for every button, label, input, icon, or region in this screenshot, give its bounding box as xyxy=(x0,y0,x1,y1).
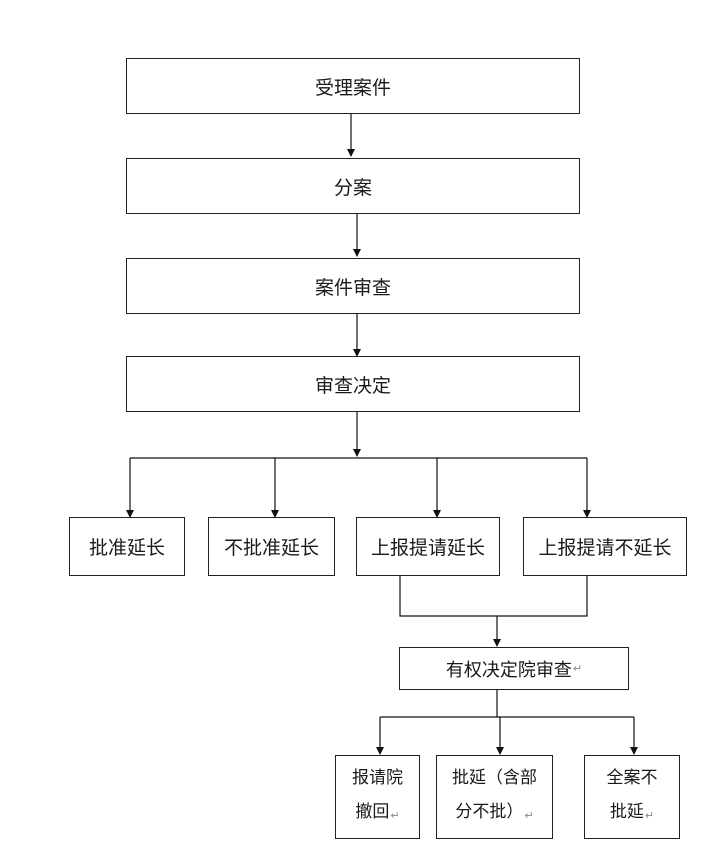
outcome-report-no-extend-label: 上报提请不延长 xyxy=(538,537,672,559)
result-partial-extension-line1: 批延（含部 xyxy=(452,768,537,788)
outcome-approve-extension: 批准延长 xyxy=(69,517,185,576)
step-accept-case-label: 受理案件 xyxy=(314,76,391,99)
merge-connector xyxy=(399,576,588,617)
outcome-report-extend-label: 上报提请延长 xyxy=(370,537,485,559)
result-request-withdraw-line2: 撤回 xyxy=(355,802,390,822)
higher-court-review-label: 有权决定院审查 xyxy=(445,659,572,681)
result-partial-extension-line2: 分不批） xyxy=(455,802,524,822)
step-accept-case: 受理案件 xyxy=(126,58,580,114)
outcome-approve-extension-label: 批准延长 xyxy=(88,537,165,559)
result-partial-extension: 批延（含部 分不批）↵ xyxy=(436,755,553,839)
higher-court-review: 有权决定院审查↵ xyxy=(399,647,629,690)
paragraph-mark: ↵ xyxy=(524,809,534,822)
result-full-rejection-line2: 批延 xyxy=(609,802,644,822)
result-request-withdraw: 报请院 撤回↵ xyxy=(335,755,420,839)
result-request-withdraw-line1: 报请院 xyxy=(352,768,403,788)
step-assign-case: 分案 xyxy=(126,158,580,214)
step-review-decision-label: 审查决定 xyxy=(314,374,391,397)
paragraph-mark: ↵ xyxy=(390,809,400,822)
step-review-decision: 审查决定 xyxy=(126,356,580,412)
paragraph-mark: ↵ xyxy=(572,662,583,675)
step-case-review-label: 案件审查 xyxy=(314,276,391,299)
step-assign-case-label: 分案 xyxy=(333,176,372,199)
outcome-reject-extension-label: 不批准延长 xyxy=(223,537,319,559)
step-case-review: 案件审查 xyxy=(126,258,580,314)
paragraph-mark: ↵ xyxy=(644,809,655,822)
outcome-report-extend: 上报提请延长 xyxy=(356,517,500,576)
result-full-rejection: 全案不 批延↵ xyxy=(584,755,680,839)
outcome-reject-extension: 不批准延长 xyxy=(208,517,335,576)
outcome-report-no-extend: 上报提请不延长 xyxy=(523,517,687,576)
result-full-rejection-line1: 全案不 xyxy=(606,768,658,788)
